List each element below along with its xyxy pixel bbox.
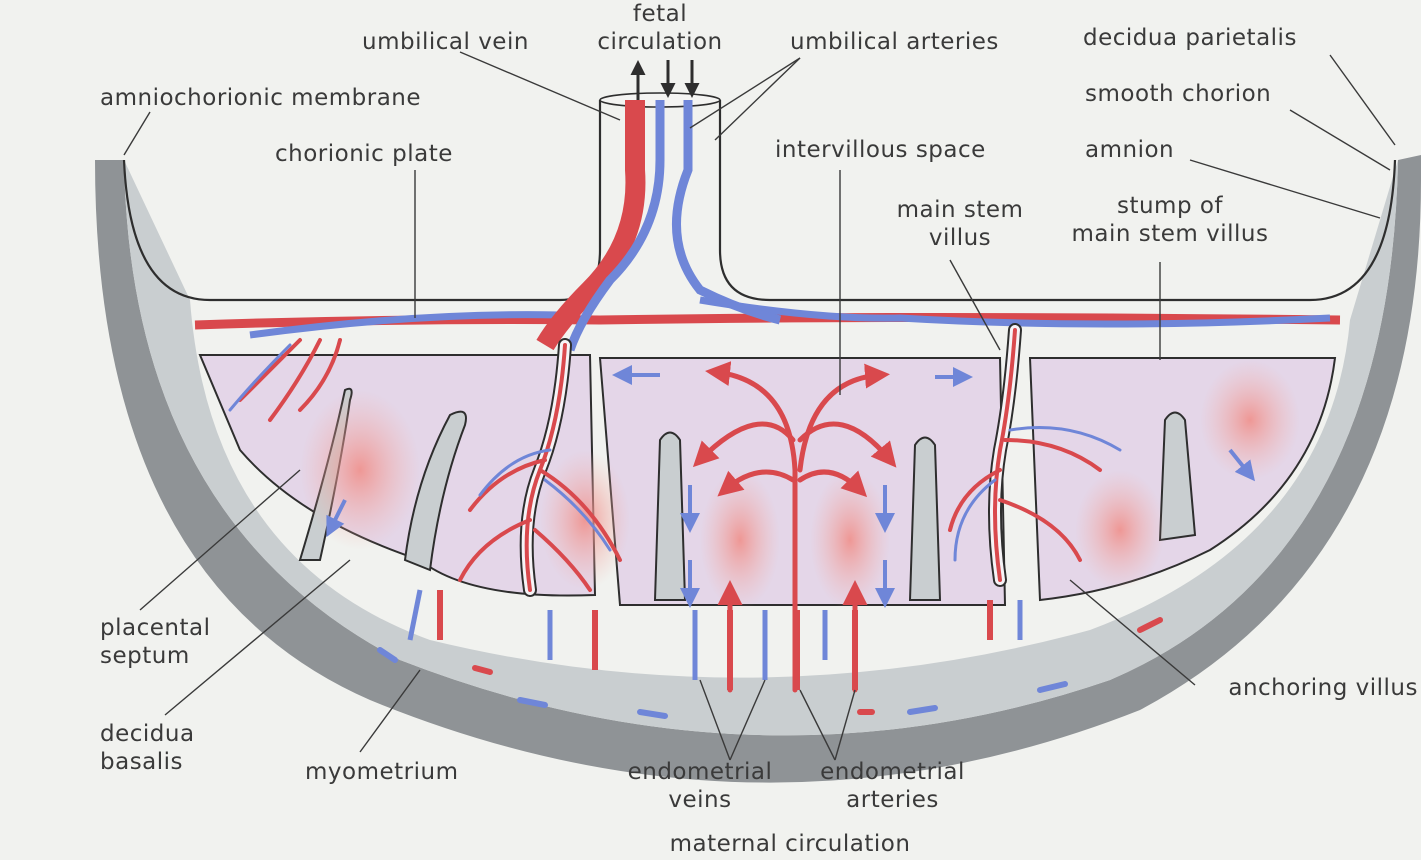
placental-septum-4 bbox=[910, 438, 940, 601]
maternal-jet-5 bbox=[1075, 470, 1165, 590]
label-fetal-circulation: fetal circulation bbox=[590, 0, 730, 56]
label-anchoring-villus: anchoring villus bbox=[1190, 674, 1418, 702]
label-endometrial-veins: endometrial veins bbox=[605, 758, 795, 814]
label-amniochorionic-membrane: amniochorionic membrane bbox=[100, 84, 421, 112]
label-decidua-basalis: decidua basalis bbox=[100, 720, 195, 776]
label-myometrium: myometrium bbox=[305, 758, 459, 786]
label-smooth-chorion: smooth chorion bbox=[1085, 80, 1271, 108]
label-stump-of-main-stem-villus: stump of main stem villus bbox=[1055, 192, 1285, 248]
umbilical-artery-2 bbox=[676, 100, 780, 320]
label-amnion: amnion bbox=[1085, 136, 1174, 164]
label-maternal-circulation: maternal circulation bbox=[640, 830, 940, 858]
maternal-jet-2 bbox=[540, 450, 630, 590]
maternal-jet-4 bbox=[810, 470, 890, 610]
label-umbilical-vein: umbilical vein bbox=[362, 28, 529, 56]
label-placental-septum: placental septum bbox=[100, 614, 210, 670]
label-intervillous-space: intervillous space bbox=[775, 136, 986, 164]
placental-septum-3 bbox=[655, 433, 685, 601]
label-endometrial-arteries: endometrial arteries bbox=[790, 758, 995, 814]
label-chorionic-plate: chorionic plate bbox=[275, 140, 453, 168]
umbilical-artery-1 bbox=[570, 100, 660, 350]
maternal-jet-1 bbox=[300, 390, 420, 550]
maternal-jet-6 bbox=[1200, 360, 1300, 480]
maternal-jet-3 bbox=[700, 470, 780, 610]
label-umbilical-arteries: umbilical arteries bbox=[790, 28, 999, 56]
label-decidua-parietalis: decidua parietalis bbox=[1083, 24, 1297, 52]
label-main-stem-villus: main stem villus bbox=[870, 196, 1050, 252]
